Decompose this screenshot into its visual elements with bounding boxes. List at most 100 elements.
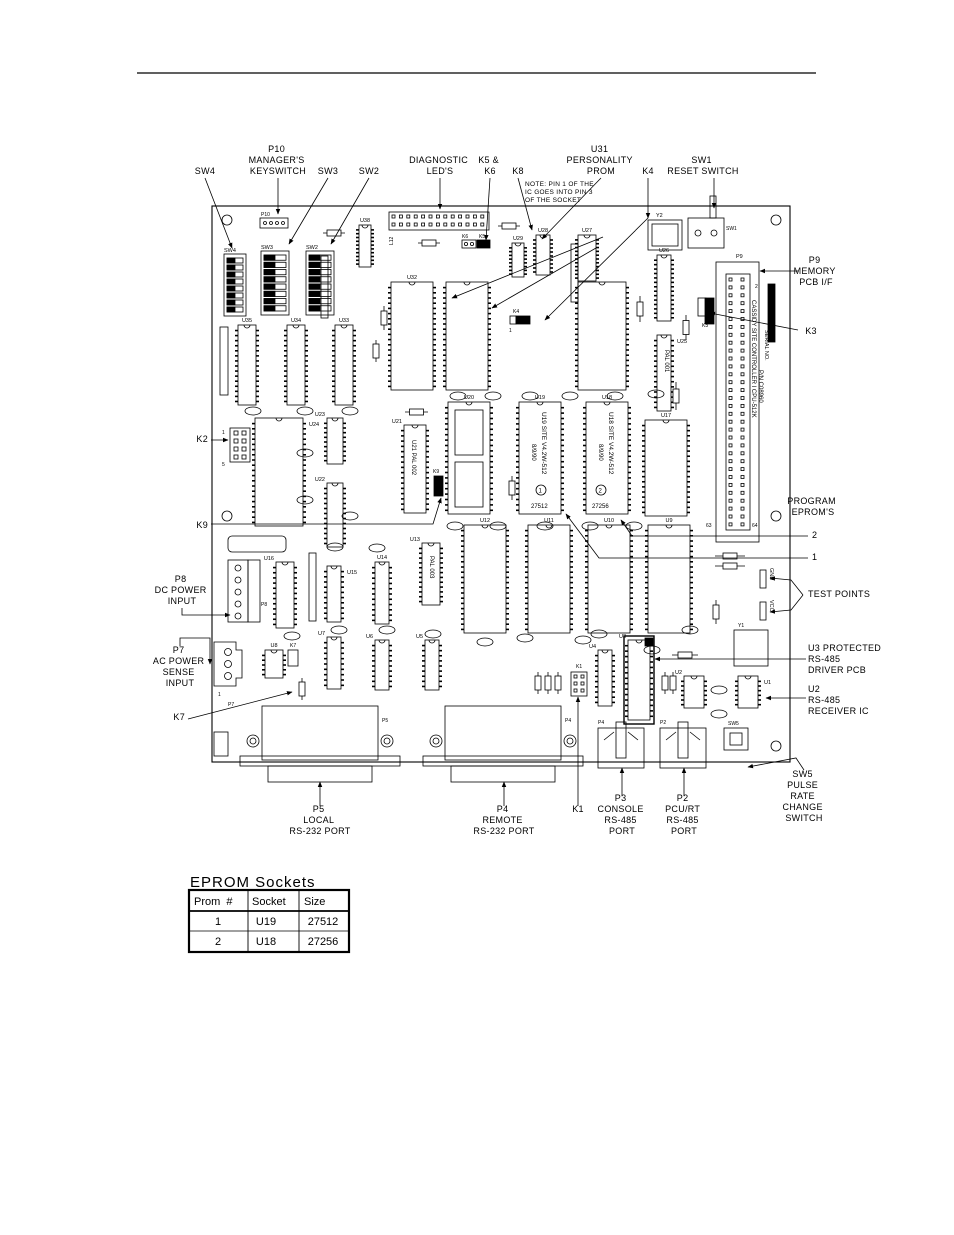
pcb-outline: [211, 205, 791, 763]
dip-label: SW4: [224, 248, 236, 254]
led-pin: [465, 214, 470, 219]
db25-screw-inner: [432, 737, 440, 745]
ic-u17: [642, 419, 690, 517]
ic-body: [463, 524, 507, 634]
resistor-body: [380, 310, 388, 326]
ic-u22: [324, 482, 346, 548]
ic-body: [656, 334, 672, 412]
p9-pin-64: 64: [752, 523, 758, 529]
u19-number-circle: [535, 484, 547, 496]
p9-pin: [728, 403, 733, 408]
led-pin: [450, 222, 455, 227]
dip-toggle-knob: [308, 283, 321, 290]
k4-shunt: [515, 315, 531, 325]
p7-silk: P7: [228, 702, 234, 708]
ic-u21: [401, 424, 429, 514]
ic-body: [421, 542, 441, 606]
p9-pin: [728, 435, 733, 440]
dip-toggle-knob: [263, 290, 276, 297]
led-pin: [406, 222, 411, 227]
resistor-pack: [219, 326, 229, 396]
ic-notch: [660, 334, 668, 339]
k3-shunt: [704, 297, 715, 325]
dip-toggle-knob: [308, 298, 321, 305]
p9-pin: [728, 348, 733, 353]
resistor: [715, 552, 745, 560]
p8-pin: [234, 588, 242, 596]
ic-body: [334, 324, 354, 406]
sw4-switch: [223, 253, 247, 317]
chip-label: U23: [315, 412, 325, 418]
ic-notch: [545, 524, 553, 529]
p9-pin: [740, 309, 745, 314]
p9-pin: [728, 380, 733, 385]
ic-body: [518, 401, 562, 515]
capacitor-pad: [606, 391, 624, 401]
ic-body: [577, 281, 627, 391]
k5-k6-label: K5 & K6: [478, 155, 502, 176]
ic-u13: [419, 542, 443, 606]
k9-shunt: [433, 475, 444, 497]
chip-label: U6: [366, 634, 373, 640]
led-pin: [398, 222, 403, 227]
dip-body: [260, 250, 290, 316]
u19-type: 27512: [531, 504, 548, 510]
p9-pin: [740, 396, 745, 400]
chip-label: U12: [480, 518, 490, 524]
tp-gnd-label: GND: [768, 568, 774, 580]
p9-pin: [740, 443, 745, 448]
p9-pin: [740, 514, 745, 519]
ic-u3: [625, 639, 653, 721]
p7-pin1: 1: [218, 692, 221, 698]
chip-label: U29: [513, 236, 523, 242]
resistor-body: [372, 343, 380, 359]
capacitor-pad: [476, 637, 494, 647]
p8-pin: [234, 564, 242, 572]
pin1-note: NOTE: PIN 1 OF THE IC GOES INTO PIN 3 OF…: [525, 181, 596, 204]
led-pin: [398, 214, 403, 219]
chip-label: U9: [665, 518, 672, 524]
p9-pin: [728, 522, 733, 527]
dip-toggle-knob: [226, 292, 236, 299]
sw5-label: SW5 PULSE RATE CHANGE SWITCH: [782, 769, 825, 823]
k7-label: K7: [173, 712, 185, 722]
ic-u32: [388, 281, 436, 391]
p9-pin: [728, 388, 733, 393]
k7-jumper: [287, 649, 299, 667]
u19-number: 1: [539, 489, 543, 495]
sw1-pin: [694, 229, 702, 237]
p9-pin: [728, 498, 733, 503]
ic-body: [326, 482, 344, 548]
ic-notch: [411, 424, 419, 429]
u20-window: [454, 461, 484, 508]
db25-screw: [563, 734, 577, 748]
p9-pin: [728, 340, 733, 345]
capacitor-pad: [710, 709, 728, 719]
resistor-body: [298, 681, 306, 697]
capacitor-pad: [378, 625, 396, 635]
capacitor-pad: [296, 495, 314, 505]
db25-screw: [246, 734, 260, 748]
ic-body: [286, 324, 306, 406]
p9-pin: [728, 293, 733, 298]
p9-pin: [740, 411, 745, 416]
resistor-body: [636, 301, 644, 317]
ic-u4: [595, 649, 615, 707]
chip-label: U3: [619, 634, 626, 640]
resistor: [418, 239, 440, 247]
p9-body: [725, 273, 751, 531]
ic-body: [577, 234, 597, 282]
p10-pin: [275, 221, 279, 225]
p9-pin: [740, 340, 745, 345]
table-header-socket: Socket: [252, 896, 286, 908]
led-pin: [443, 222, 448, 227]
ic-body: [374, 561, 390, 625]
ic-body: [527, 524, 571, 634]
capacitor-pad: [489, 521, 507, 531]
ic-notch: [598, 281, 606, 286]
p9-pin: [728, 490, 733, 495]
ic-body: [587, 524, 631, 634]
dip-toggle-knob: [308, 290, 321, 297]
jumper-pin: [469, 241, 474, 246]
k4-label: K4: [642, 166, 654, 176]
